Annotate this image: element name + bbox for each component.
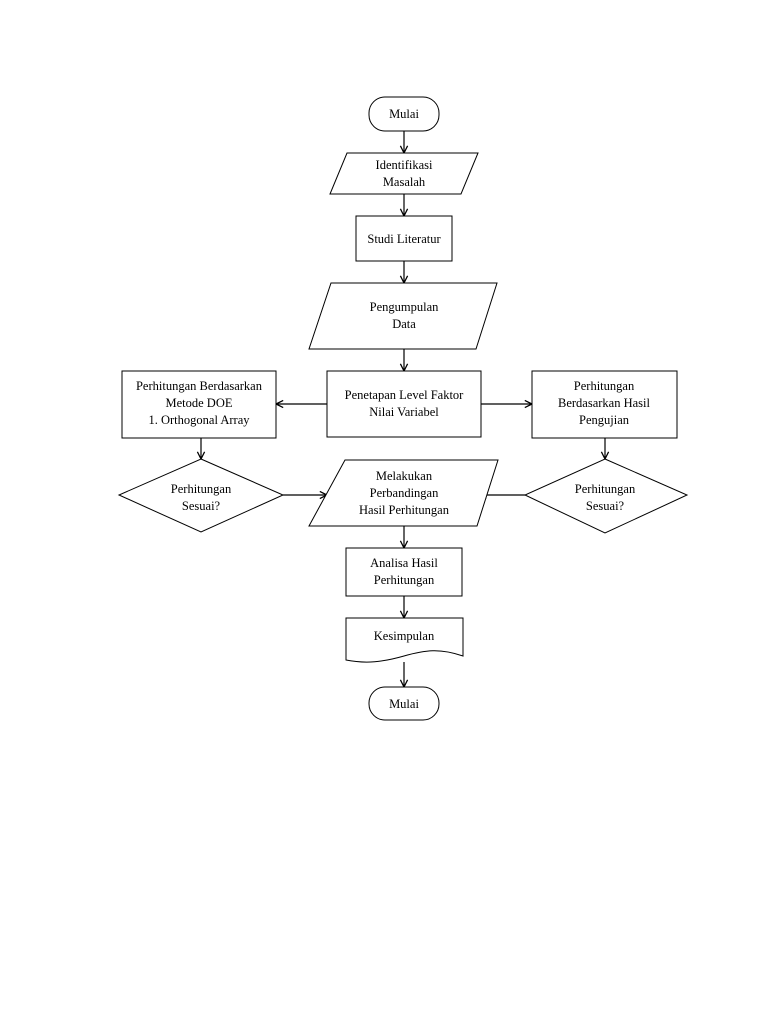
decision-left-label-line-1: Perhitungan — [171, 482, 232, 496]
end-label: Mulai — [389, 697, 419, 711]
studi-literatur-box: Studi Literatur — [355, 215, 453, 262]
kesimpulan-label: Kesimpulan — [374, 629, 435, 643]
pengujian-calculation-box: Perhitungan Berdasarkan Hasil Pengujian — [531, 370, 678, 439]
analisa-label-line-1: Analisa Hasil — [370, 556, 438, 570]
pengumpulan-data-parallelogram: Pengumpulan Data — [308, 282, 498, 350]
decision-left-diamond: Perhitungan Sesuai? — [117, 458, 285, 533]
identifikasi-masalah-parallelogram: Identifikasi Masalah — [329, 152, 479, 195]
identifikasi-label-line-1: Identifikasi — [376, 158, 433, 172]
doe-label-line-1: Perhitungan Berdasarkan — [136, 379, 263, 393]
decision-right-label-line-2: Sesuai? — [586, 499, 625, 513]
analisa-label-line-2: Perhitungan — [374, 573, 435, 587]
perbandingan-label-line-2: Perbandingan — [370, 486, 439, 500]
decision-right-diamond: Perhitungan Sesuai? — [523, 458, 689, 534]
studi-label: Studi Literatur — [367, 232, 441, 246]
decision-left-label-line-2: Sesuai? — [182, 499, 221, 513]
penetapan-level-box: Penetapan Level Faktor Nilai Variabel — [326, 370, 482, 438]
pengujian-label-line-3: Pengujian — [579, 413, 630, 427]
decision-right-label-line-1: Perhitungan — [575, 482, 636, 496]
pengujian-label-line-2: Berdasarkan Hasil — [558, 396, 651, 410]
start-label: Mulai — [389, 107, 419, 121]
penetapan-label-line-1: Penetapan Level Faktor — [345, 388, 465, 402]
start-terminator: Mulai — [368, 96, 440, 132]
analisa-box: Analisa Hasil Perhitungan — [345, 547, 463, 597]
identifikasi-label-line-2: Masalah — [383, 175, 426, 189]
pengumpulan-label-line-1: Pengumpulan — [370, 300, 439, 314]
end-terminator: Mulai — [368, 686, 440, 721]
perbandingan-parallelogram: Melakukan Perbandingan Hasil Perhitungan — [308, 459, 499, 527]
perbandingan-label-line-3: Hasil Perhitungan — [359, 503, 450, 517]
perbandingan-label-line-1: Melakukan — [376, 469, 433, 483]
penetapan-label-line-2: Nilai Variabel — [369, 405, 439, 419]
doe-calculation-box: Perhitungan Berdasarkan Metode DOE 1. Or… — [121, 370, 277, 439]
doe-label-line-3: 1. Orthogonal Array — [148, 413, 250, 427]
pengujian-label-line-1: Perhitungan — [574, 379, 635, 393]
kesimpulan-document: Kesimpulan — [345, 617, 464, 663]
pengumpulan-label-line-2: Data — [392, 317, 416, 331]
doe-label-line-2: Metode DOE — [166, 396, 233, 410]
